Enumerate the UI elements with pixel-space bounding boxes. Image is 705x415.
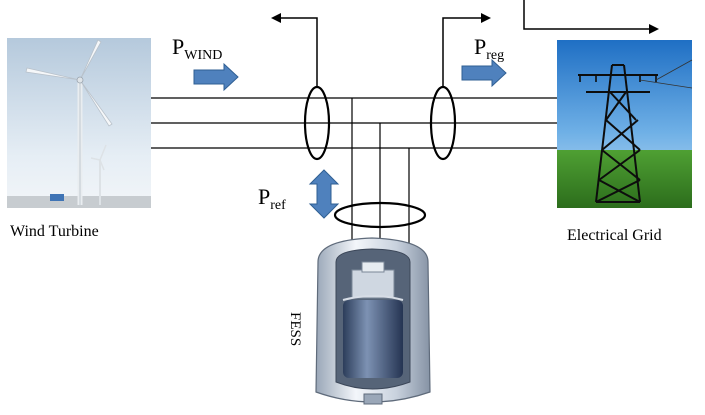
p-reg-arrow: [461, 58, 507, 88]
arrowhead-left-icon: [271, 13, 281, 23]
p-wind-label: PWIND: [172, 36, 222, 63]
p-ref-double-arrow: [308, 169, 340, 219]
fess-caption: FESS: [287, 312, 303, 347]
wind-turbine-image: [7, 38, 151, 208]
p-reg-label: Preg: [474, 36, 504, 63]
arrowhead-grid-icon: [649, 24, 659, 34]
electrical-grid-caption: Electrical Grid: [567, 227, 662, 244]
fess-image: [315, 237, 431, 405]
ct-ellipse-fess: [333, 201, 427, 229]
wind-turbine-caption: Wind Turbine: [10, 223, 99, 240]
p-ref-symbol: P: [258, 184, 271, 209]
electrical-grid-image: [557, 40, 693, 208]
fess-connection-lines: [351, 98, 410, 243]
p-wind-arrow: [193, 62, 239, 92]
bus-lines: [151, 97, 557, 149]
p-ref-subscript: ref: [270, 198, 286, 213]
arrowhead-right-icon: [481, 13, 491, 23]
p-reg-subscript: reg: [486, 48, 505, 63]
p-reg-symbol: P: [474, 34, 487, 59]
p-ref-label: Pref: [258, 186, 286, 213]
p-wind-symbol: P: [172, 34, 185, 59]
measurement-arrows: [279, 0, 650, 87]
p-wind-subscript: WIND: [184, 48, 223, 63]
